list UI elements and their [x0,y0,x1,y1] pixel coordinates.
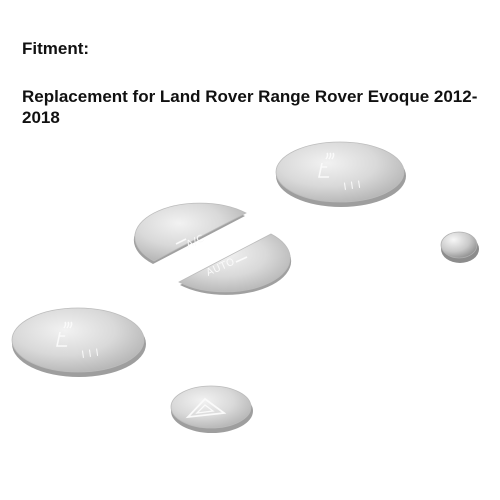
fitment-description: Replacement for Land Rover Range Rover E… [22,87,478,127]
seat-heater-icon [318,152,335,178]
hazard-triangle-icon [185,397,227,419]
seat-level-marks-right: I I I [343,180,362,193]
seat-heater-cover-right: I I I [275,141,406,207]
seat-heater-icon [56,321,73,347]
seat-level-marks-left: I I I [81,348,100,361]
seat-heater-cover-left: I I I [11,307,146,377]
hazard-button-cover [170,385,253,433]
small-dome-cap [440,231,479,263]
fitment-heading: Fitment: [22,39,90,58]
ac-button-cover: A/C [133,202,247,264]
auto-button-cover: AUTO [178,233,292,295]
